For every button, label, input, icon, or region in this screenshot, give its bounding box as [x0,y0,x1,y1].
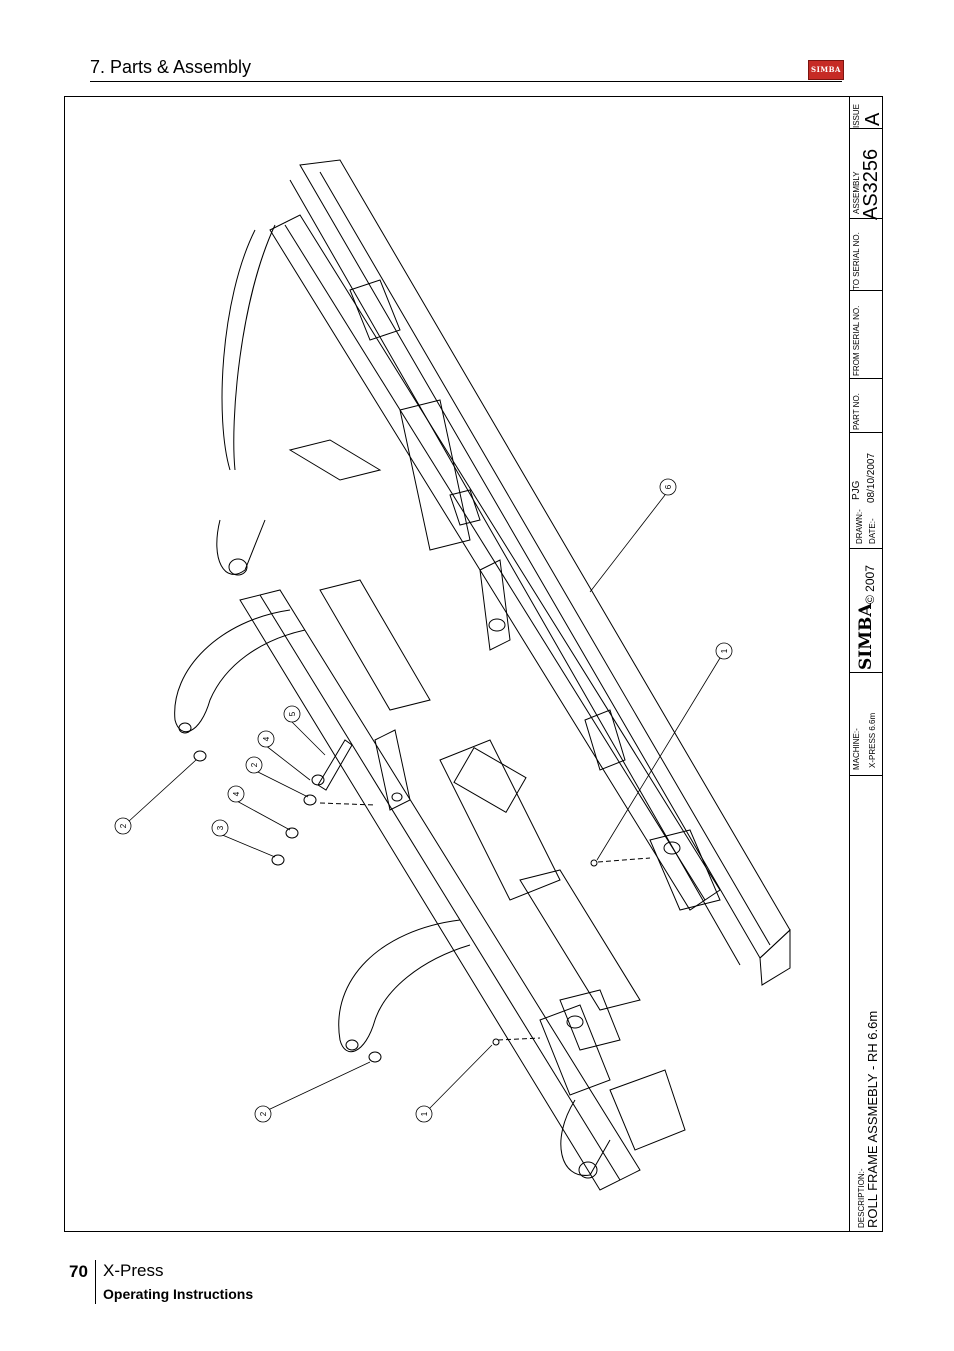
machine-value: X-PRESS 6.6m [868,712,877,768]
from-serial-label: FROM SERIAL NO. [852,305,861,376]
header-rule [90,81,842,82]
main-beam [289,159,791,986]
simba-wordmark: SIMBA [856,603,876,670]
callout-bubble [283,705,301,723]
exploded-hardware [193,739,651,1063]
callout-label: 4 [262,736,271,741]
title-block-divider [849,432,883,433]
callout-label: 2 [250,762,259,767]
page-number: 70 [69,1262,88,1281]
footer-rule [95,1260,96,1304]
arms [174,224,611,1179]
callout-label: 5 [288,711,297,716]
drawing-frame [64,96,883,1232]
title-block-divider [849,775,883,776]
callout-label: 2 [119,823,128,828]
callout-bubbles [114,478,733,1123]
callout-bubble [114,817,132,835]
title-block [849,96,883,1232]
drawn-label: DRAWN:- [855,509,864,544]
to-serial-label: TO SERIAL NO. [852,232,861,290]
assembly-value: AS3256 [860,148,882,220]
section-title: 7. Parts & Assembly [90,57,252,77]
issue-label: ISSUE [852,103,861,128]
brackets [374,489,721,1096]
callout-bubble [227,785,245,803]
callout-bubble [715,642,733,660]
date-label: DATE:- [868,518,877,544]
copyright: © 2007 [863,565,877,604]
title-block-divider [849,672,883,673]
title-block-divider [849,128,883,129]
callout-bubble [245,756,263,774]
title-block-divider [849,290,883,291]
callout-bubble [211,819,229,837]
callout-bubble [257,730,275,748]
callout-label: 3 [216,825,225,830]
description-value: ROLL FRAME ASSMEBLY - RH 6.6m [865,1010,880,1228]
date-value: 08/10/2007 [866,452,877,503]
callout-bubble [254,1105,272,1123]
product-name: X-Press [103,1261,164,1280]
callout-label: 1 [420,1111,429,1116]
exploded-assembly-drawing: 6 1 5 4 2 4 3 2 2 1 [114,159,791,1191]
callout-label: 1 [720,648,729,653]
callout-label: 4 [232,791,241,796]
callout-bubble [415,1105,433,1123]
issue-value: A [862,112,884,126]
leader-lines [127,494,721,1111]
title-block-divider [849,548,883,549]
title-block-divider [849,218,883,219]
cross-members [288,279,641,1051]
drawn-value: PJG [851,480,862,500]
document-type: Operating Instructions [103,1286,254,1302]
machine-label: MACHINE:- [852,728,861,770]
title-block-divider [849,378,883,379]
callout-label: 2 [259,1111,268,1116]
brand-logo: SIMBA [808,60,844,80]
lower-beam [239,589,686,1191]
part-no-label: PART NO. [852,393,861,430]
callout-label: 6 [664,484,673,489]
callout-bubble [659,478,677,496]
